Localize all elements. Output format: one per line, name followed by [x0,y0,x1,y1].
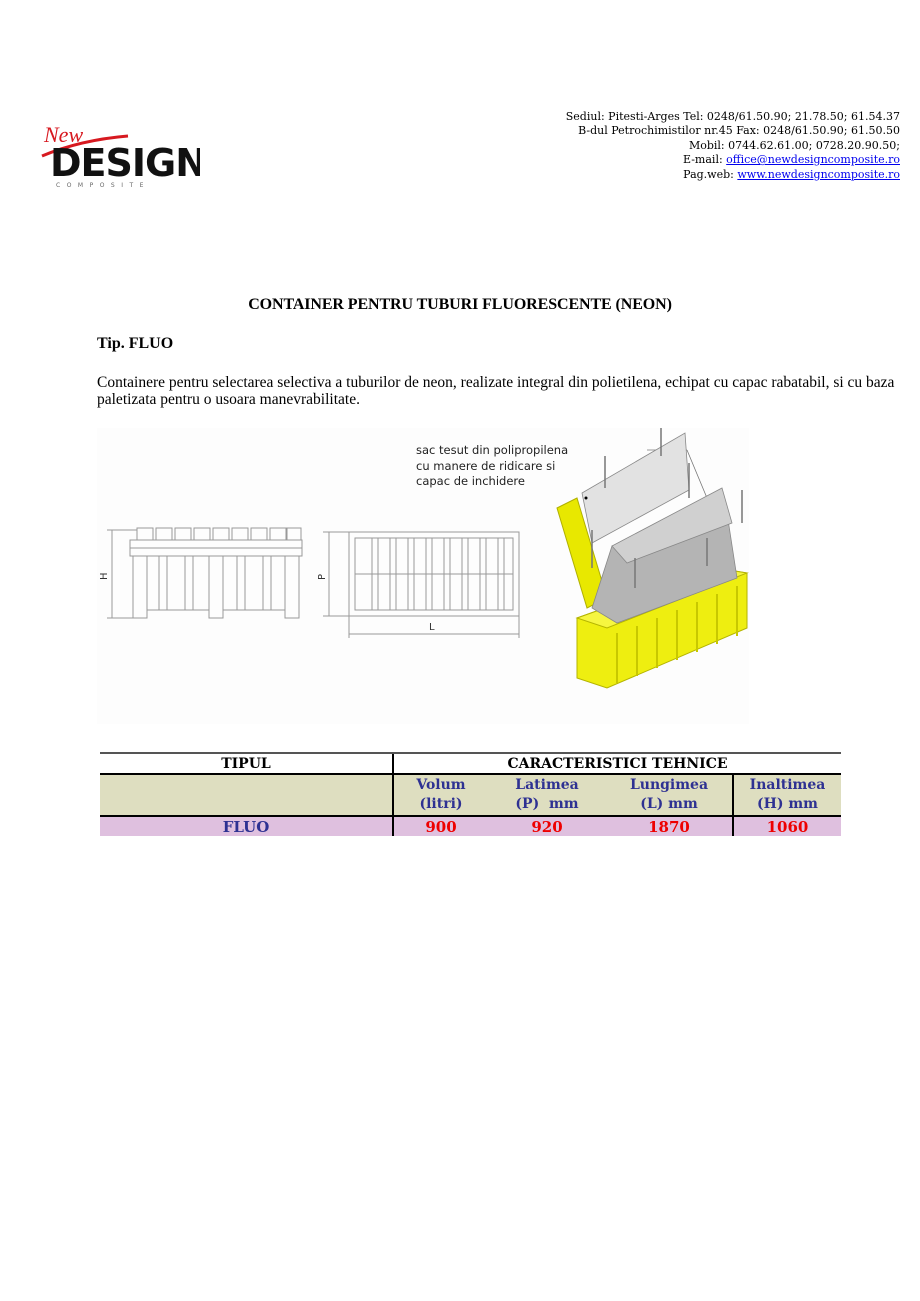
bag-callout: sac tesut din polipropilena cu manere de… [416,443,568,490]
email-label: E-mail: [682,153,727,167]
contact-email-line: E-mail: office@newdesigncomposite.ro [566,153,900,167]
callout-line-3: capac de inchidere [416,474,525,488]
cell-lungimea: 1870 [606,816,733,836]
logo-design-text: DESIGN [50,141,200,185]
email-link[interactable]: office@newdesigncomposite.ro [726,153,900,167]
container-3d-illustration [556,428,749,689]
dim-l-label: L [429,622,435,633]
subheader-volum: Volum(litri) [392,774,488,817]
logo-new-text: New [43,122,83,147]
website-link[interactable]: www.newdesigncomposite.ro [737,167,900,181]
callout-line-2: cu manere de ridicare si [416,458,556,473]
subheader-empty [100,774,393,817]
dim-h-label: H [99,572,110,580]
header-characteristics: CARACTERISTICI TEHNICE [392,752,841,775]
contact-mobile-line: Mobil: 0744.62.61.00; 0728.20.90.50; [688,138,900,152]
contact-web-line: Pag.web: www.newdesigncomposite.ro [566,168,900,182]
table-row: FLUO 900 920 1870 1060 [100,816,841,836]
subheader-latimea: Latimea(P) mm [488,774,606,817]
contact-block: Sediul: Pitesti-Arges Tel: 0248/61.50.90… [566,110,900,182]
logo-composite-text: COMPOSITE [56,182,150,189]
cell-type-name: FLUO [100,816,393,836]
company-logo: New DESIGN COMPOSITE [40,120,207,192]
product-description: Containere pentru selectarea selectiva a… [97,374,895,408]
front-view-drawing: H [99,527,303,619]
dim-p-label: P [317,574,328,580]
cell-volum: 900 [392,816,488,836]
subheader-inaltimea: Inaltimea(H) mm [732,774,841,817]
table-subheader-row: Volum(litri) Latimea(P) mm Lungimea(L) m… [100,774,841,817]
document-title: CONTAINER PENTRU TUBURI FLUORESCENTE (NE… [248,296,672,313]
table-header-row: TIPUL CARACTERISTICI TEHNICE [100,752,841,775]
callout-line-1: sac tesut din polipropilena [416,443,569,457]
contact-address-line: Sediul: Pitesti-Arges Tel: 0248/61.50.90… [565,110,900,123]
product-drawing: H P L sac tesut din polipropilena cu man… [97,428,749,724]
contact-street-line: B-dul Petrochimistilor nr.45 Fax: 0248/6… [578,124,900,138]
product-type: Tip. FLUO [97,335,174,352]
subheader-lungimea: Lungimea(L) mm [606,774,733,817]
technical-specs-table: TIPUL CARACTERISTICI TEHNICE Volum(litri… [100,752,841,836]
header-type: TIPUL [100,752,393,775]
cell-latimea: 920 [488,816,606,836]
web-label: Pag.web: [683,167,738,181]
top-view-drawing: P L [317,531,520,638]
cell-inaltimea: 1060 [732,816,841,836]
